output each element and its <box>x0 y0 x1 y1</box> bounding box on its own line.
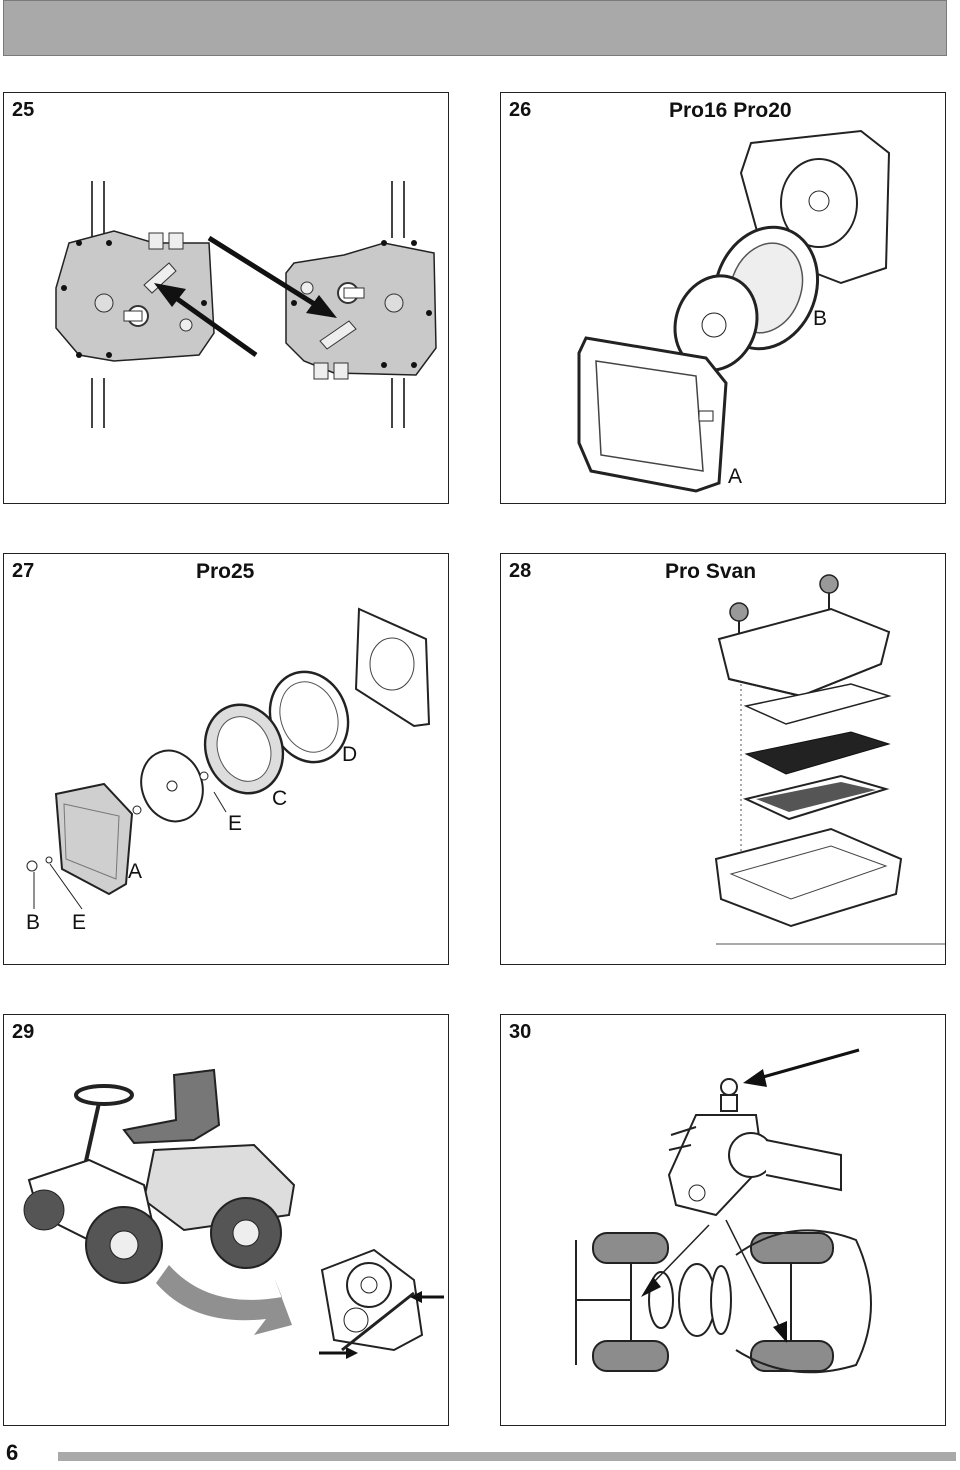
figure-title: Pro25 <box>196 560 255 583</box>
footer-bar <box>58 1452 956 1461</box>
part-label-b: B <box>26 911 41 934</box>
grease-nipple-steering-illustration <box>575 1048 872 1374</box>
figure-number: 29 <box>12 1021 35 1043</box>
figure-25: 25 <box>3 92 449 504</box>
part-label-a: A <box>728 465 743 488</box>
figure-30: 30 <box>500 1014 946 1426</box>
pro25-air-filter-illustration <box>26 607 431 910</box>
figure-number: 28 <box>509 560 532 582</box>
figure-28: 28 Pro Svan <box>500 553 946 965</box>
figure-number: 30 <box>509 1021 532 1043</box>
transmission-valve-illustration <box>55 181 437 428</box>
figure-26: 26 Pro16 Pro20 B A <box>500 92 946 504</box>
figure-number: 25 <box>12 99 35 121</box>
pro-svan-air-filter-illustration <box>714 574 945 945</box>
figure-title: Pro Svan <box>665 560 757 583</box>
part-label-c: C <box>272 787 288 810</box>
air-filter-exploded-illustration <box>577 129 891 493</box>
header-bar <box>3 0 947 56</box>
figure-number: 26 <box>509 99 532 121</box>
part-label-a: A <box>128 860 143 883</box>
rider-mower-illustration <box>23 1068 444 1359</box>
part-label-d: D <box>342 743 358 766</box>
figure-title: Pro16 Pro20 <box>669 99 792 122</box>
part-label-e-2: E <box>72 911 87 934</box>
figure-29: 29 <box>3 1014 449 1426</box>
page-number: 6 <box>6 1440 19 1465</box>
part-label-b: B <box>813 307 828 330</box>
figure-number: 27 <box>12 560 35 582</box>
part-label-e: E <box>228 812 243 835</box>
figure-27: 27 Pro25 D C E A B E <box>3 553 449 965</box>
